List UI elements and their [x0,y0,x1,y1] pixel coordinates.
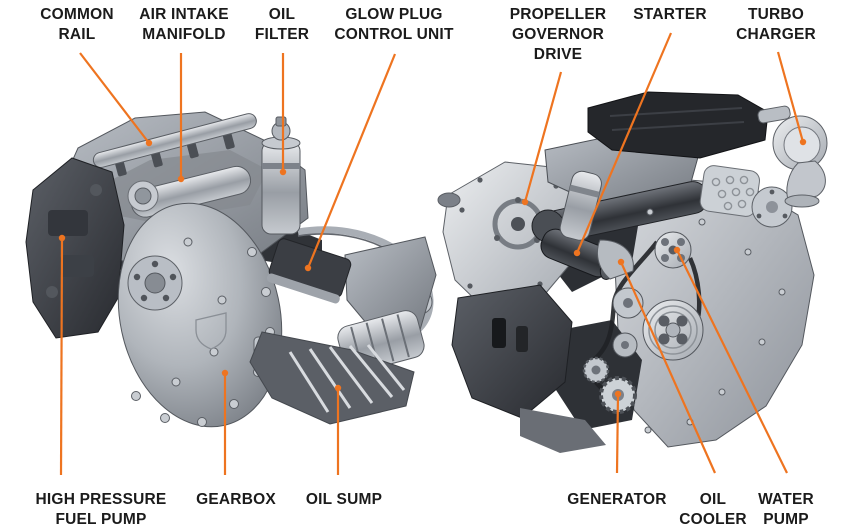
shield-logo [195,312,227,350]
side-cover [751,186,793,228]
gearbox-housing [117,202,288,428]
oil-cooler-part [559,170,634,280]
leader-water-pump [673,246,788,474]
label-water-pump: WATER PUMP [758,491,814,528]
water-pump-part [654,231,692,269]
leader-lines [58,32,807,476]
label-turbo-charger: TURBO CHARGER [736,6,816,43]
label-propeller-governor-drive: PROPELLER GOVERNOR DRIVE [509,6,607,63]
label-gearbox: GEARBOX [196,491,276,508]
leader-high-pressure-fuel-pump [58,234,66,476]
label-starter: STARTER [633,6,707,23]
label-generator: GENERATOR [567,491,667,508]
common-rail-part [92,113,257,168]
left-engine-illustration [25,111,437,428]
turbo-charger-part [757,105,828,208]
oil-sump-part [249,331,415,425]
leader-propeller-governor-drive [521,71,563,206]
lower-left-block [451,284,573,419]
high-pressure-fuel-pump-part [25,157,125,339]
label-common-rail: COMMON RAIL [40,6,114,43]
oil-filter-part [261,116,301,235]
leader-common-rail [79,52,153,147]
label-air-intake-manifold: AIR INTAKE MANIFOLD [139,6,229,43]
leader-turbo-charger [776,51,807,146]
leader-air-intake-manifold [177,53,185,183]
leader-oil-sump [334,384,342,475]
leader-starter [573,32,673,257]
honeycomb-cover [699,165,760,217]
label-oil-filter: OIL FILTER [254,6,310,43]
label-high-pressure-fuel-pump: HIGH PRESSURE FUEL PUMP [35,491,167,528]
leader-glow-plug-control-unit [304,53,397,272]
leader-gearbox [221,369,229,475]
intake-box [587,91,769,159]
right-engine-illustration [437,91,828,453]
label-glow-plug-control-unit: GLOW PLUG CONTROL UNIT [334,6,454,43]
case-bolts [644,208,786,434]
bottom-bracket [520,408,606,453]
leader-oil-filter [279,53,287,176]
leader-oil-cooler [617,258,717,474]
leader-generator [614,390,622,474]
label-oil-sump: OIL SUMP [305,491,383,508]
propeller-governor-drive-part [437,161,579,313]
label-oil-cooler: OIL COOLER [679,491,747,528]
